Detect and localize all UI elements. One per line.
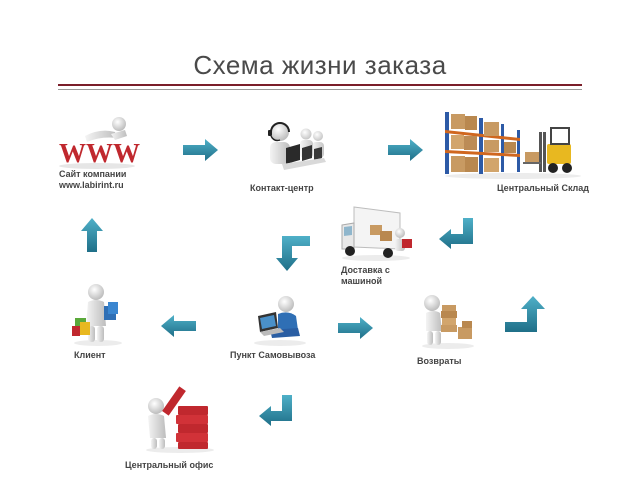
- arrow-bent-down-icon: [276, 236, 310, 271]
- label-central-office: Центральный офис: [125, 460, 214, 470]
- label-returns: Возвраты: [417, 356, 462, 366]
- label-delivery: Доставка с машиной: [341, 265, 390, 287]
- central-office-folders-icon: [146, 386, 214, 453]
- delivery-truck-icon: [341, 206, 412, 261]
- www-logo-text: WWW: [59, 138, 140, 168]
- label-delivery-line1: Доставка с: [341, 265, 390, 275]
- label-pickup-point: Пункт Самовывоза: [230, 350, 316, 360]
- arrow-right-icon: [183, 139, 218, 161]
- arrow-bent-left-icon: [439, 218, 473, 249]
- title-rule: [58, 84, 582, 86]
- returns-boxes-icon: [422, 295, 474, 349]
- arrow-bent-up-icon: [505, 296, 545, 332]
- pickup-point-laptop-icon: [254, 296, 306, 346]
- warehouse-icon: [445, 112, 581, 179]
- title-rule-thin: [58, 89, 582, 90]
- label-website-name: Сайт компании: [59, 169, 127, 179]
- label-contact-center: Контакт-центр: [250, 183, 314, 193]
- arrow-right-icon: [338, 317, 373, 339]
- label-website-url: www.labirint.ru: [59, 180, 124, 190]
- website-www-icon: WWW: [59, 117, 140, 169]
- arrow-right-icon: [388, 139, 423, 161]
- label-warehouse: Центральный Склад: [497, 183, 589, 193]
- arrow-left-icon: [161, 315, 196, 337]
- page-title: Схема жизни заказа: [193, 50, 447, 80]
- label-client: Клиент: [74, 350, 106, 360]
- arrow-up-icon: [81, 218, 103, 252]
- client-shopper-icon: [72, 284, 122, 346]
- arrow-bent-left-icon: [259, 395, 292, 426]
- label-website: Сайт компании www.labirint.ru: [59, 169, 126, 191]
- contact-center-icon: [268, 122, 326, 170]
- label-delivery-line2: машиной: [341, 276, 383, 286]
